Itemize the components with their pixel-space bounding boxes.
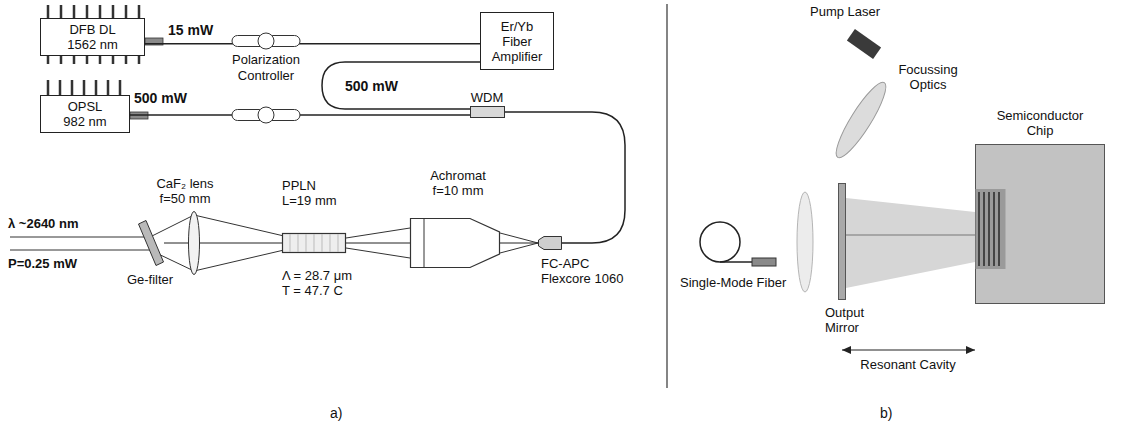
lens: CaF₂ lens f=50 mm xyxy=(150,176,238,278)
pump-laser-part xyxy=(847,29,881,59)
annotation: λ ~2640 nm xyxy=(8,216,78,232)
achromat-lens-symbol xyxy=(410,218,500,268)
annotation: a) xyxy=(330,405,342,421)
annotation: P=0.25 mW xyxy=(8,256,77,272)
semiconductor-chip-part xyxy=(976,145,1105,304)
annotation: b) xyxy=(880,405,892,421)
fiber-amplifier: Er/Yb Fiber Amplifier xyxy=(480,12,554,70)
wdm-coupler: WDM xyxy=(462,90,512,118)
output-mirror-part xyxy=(839,184,846,300)
wdm-coupler-part xyxy=(471,107,505,118)
node-label: DFB DL 1562 nm xyxy=(62,22,124,52)
fiber-coil-part xyxy=(700,222,740,262)
laser-beam xyxy=(500,243,538,244)
fiber-coil-symbol xyxy=(698,220,778,268)
semiconductor-chip-part xyxy=(976,189,1006,269)
part-label: Single-Mode Fiber xyxy=(680,275,805,290)
semiconductor-chip-part xyxy=(979,192,999,266)
laser-module: OPSL 982 nm xyxy=(40,95,130,133)
annotation: 15 mW xyxy=(168,22,213,38)
annotation: Resonant Cavity xyxy=(858,357,958,373)
part-label: Semiconductor Chip xyxy=(990,108,1090,138)
focusing-lens-part xyxy=(829,77,893,162)
focusing-lens-symbol xyxy=(828,72,894,168)
pump-laser-symbol xyxy=(842,24,886,64)
ppln-crystal-part xyxy=(283,234,346,253)
achromat-lens: Achromat f=10 mm xyxy=(405,168,505,268)
laser-beam xyxy=(200,243,282,244)
achromat-lens-part xyxy=(411,219,500,268)
node-label: Er/Yb Fiber Amplifier xyxy=(487,19,547,64)
fiber-coil-part xyxy=(720,261,752,263)
annotation: Polarization Controller xyxy=(218,52,314,84)
part-label: FC-APC Flexcore 1060 xyxy=(541,256,633,286)
fiber-connector-part xyxy=(539,237,562,250)
part-label: PPLN L=19 mm xyxy=(282,178,344,208)
cavity-beam xyxy=(846,198,975,288)
optical-fiber xyxy=(145,43,480,45)
output-mirror-symbol xyxy=(838,183,846,300)
wdm-coupler-symbol xyxy=(470,106,505,118)
laser-module: DFB DL 1562 nm xyxy=(40,18,145,56)
lens-part xyxy=(189,212,200,275)
polarization-controller xyxy=(258,107,274,123)
annotation: 500 mW xyxy=(134,90,187,106)
output-mirror: Output Mirror xyxy=(825,183,881,335)
optical-fiber xyxy=(505,112,625,243)
part-label: Λ = 28.7 μm T = 47.7 C xyxy=(282,268,362,298)
annotation: 500 mW xyxy=(345,78,398,94)
polarization-controller xyxy=(258,33,274,49)
optical-fiber xyxy=(322,62,480,109)
pump-laser: Pump Laser xyxy=(810,4,900,64)
beam-outline xyxy=(10,215,538,271)
cavity-beam-axis xyxy=(846,235,975,236)
part-label: Focussing Optics xyxy=(890,62,966,92)
ppln-crystal: PPLN L=19 mm Λ = 28.7 μm T = 47.7 C xyxy=(278,178,362,298)
achromat-lens-part xyxy=(424,219,425,268)
optical-filter-symbol xyxy=(138,220,164,266)
ppln-crystal-symbol xyxy=(282,233,346,253)
chip-pins xyxy=(48,80,120,95)
part-label: Achromat f=10 mm xyxy=(425,168,491,198)
laser-beam xyxy=(346,243,410,244)
part-label: WDM xyxy=(462,90,512,105)
optical-filter: Ge-filter xyxy=(118,215,182,289)
panel-divider xyxy=(666,4,667,388)
fiber-coil: Single-Mode Fiber xyxy=(680,215,810,295)
laser-beam xyxy=(164,243,188,244)
part-label: Pump Laser xyxy=(810,4,900,19)
fiber-connector: FC-APC Flexcore 1060 xyxy=(533,232,638,288)
ppln-crystal-part xyxy=(290,234,338,252)
part-label: Output Mirror xyxy=(825,305,877,335)
fiber-coil-part xyxy=(752,258,776,266)
focusing-lens: Focussing Optics xyxy=(828,60,968,170)
part-label: Ge-filter xyxy=(118,272,182,287)
part-label: CaF₂ lens f=50 mm xyxy=(152,176,218,206)
semiconductor-chip: Semiconductor Chip xyxy=(975,108,1107,304)
semiconductor-chip-symbol xyxy=(975,144,1105,304)
fiber-connector-symbol xyxy=(538,236,562,250)
lens-symbol xyxy=(797,192,813,292)
lens-symbol xyxy=(188,211,200,275)
dimension-arrow xyxy=(842,349,975,350)
optical-filter-part xyxy=(139,221,164,266)
node-label: OPSL 982 nm xyxy=(59,99,111,129)
